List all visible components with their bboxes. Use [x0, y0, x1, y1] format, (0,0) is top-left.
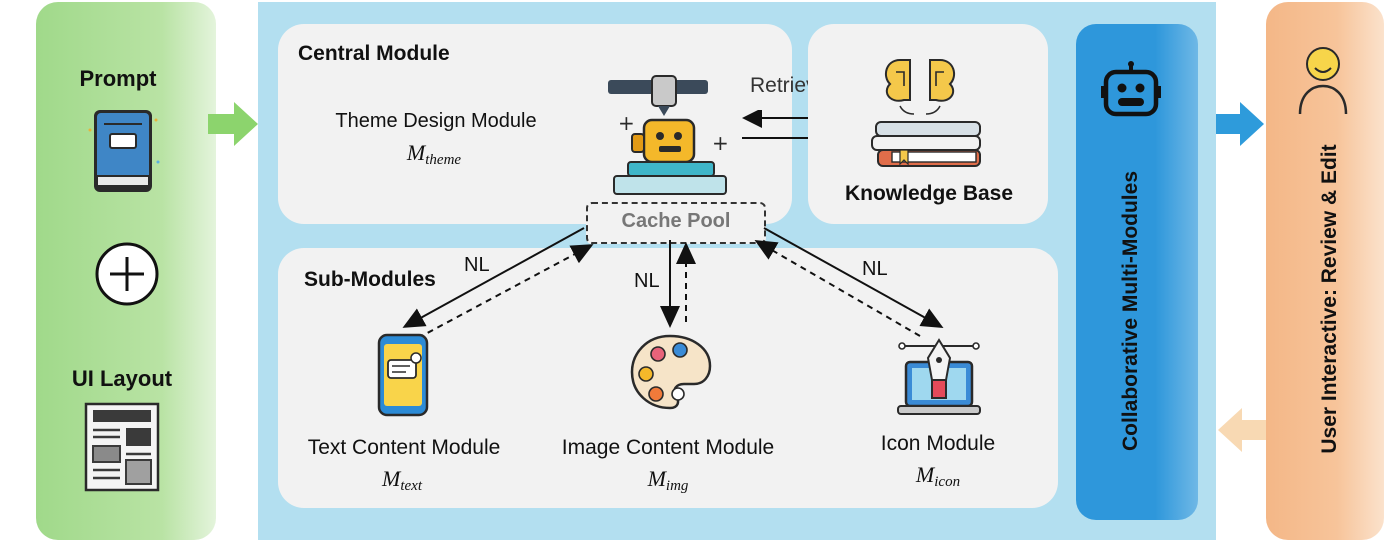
- books-brain-icon: [871, 59, 981, 167]
- prompt-label: Prompt: [79, 66, 157, 91]
- knowledge-base-label: Knowledge Base: [844, 182, 1014, 205]
- input-arrow: [208, 102, 258, 146]
- nl-label-right: NL: [862, 258, 888, 280]
- central-module-title: Central Module: [298, 42, 450, 65]
- text-module-math: Mtext: [382, 466, 422, 494]
- cache-pool-label: Cache Pool: [621, 210, 731, 232]
- robot-face-icon: [1101, 61, 1161, 117]
- phone-chat-icon: [377, 333, 429, 417]
- user-label: User Interactive: Review & Edit: [1318, 144, 1341, 454]
- cache-pool-box: [586, 202, 766, 244]
- svg-text:+: +: [618, 111, 635, 135]
- collab-label: Collaborative Multi-Modules: [1119, 171, 1142, 452]
- pen-tool-icon: [897, 338, 981, 415]
- image-module-label: Image Content Module: [561, 436, 775, 459]
- output-arrow: [1216, 102, 1264, 146]
- ui-layout-label: UI Layout: [71, 366, 173, 391]
- theme-design-label: Theme Design Module: [335, 110, 537, 132]
- layout-document-icon: [84, 402, 160, 492]
- book-icon: [88, 110, 160, 192]
- sub-modules-title: Sub-Modules: [304, 268, 436, 291]
- feedback-arrow: [1218, 408, 1266, 452]
- svg-text:+: +: [712, 131, 729, 155]
- nl-label-left: NL: [464, 254, 490, 276]
- icon-module-label: Icon Module: [880, 432, 996, 455]
- robot-printer-icon: + +: [608, 75, 729, 195]
- icon-module-math: Micon: [915, 462, 961, 490]
- user-icon: [1298, 47, 1348, 115]
- image-module-math: Mimg: [647, 466, 689, 494]
- text-module-label: Text Content Module: [307, 436, 501, 459]
- collab-panel: [1076, 24, 1198, 520]
- user-panel: [1266, 2, 1384, 540]
- plus-circle-icon: [95, 242, 159, 306]
- nl-label-middle: NL: [634, 270, 660, 292]
- theme-math: Mtheme: [406, 140, 462, 168]
- palette-icon: [630, 334, 712, 410]
